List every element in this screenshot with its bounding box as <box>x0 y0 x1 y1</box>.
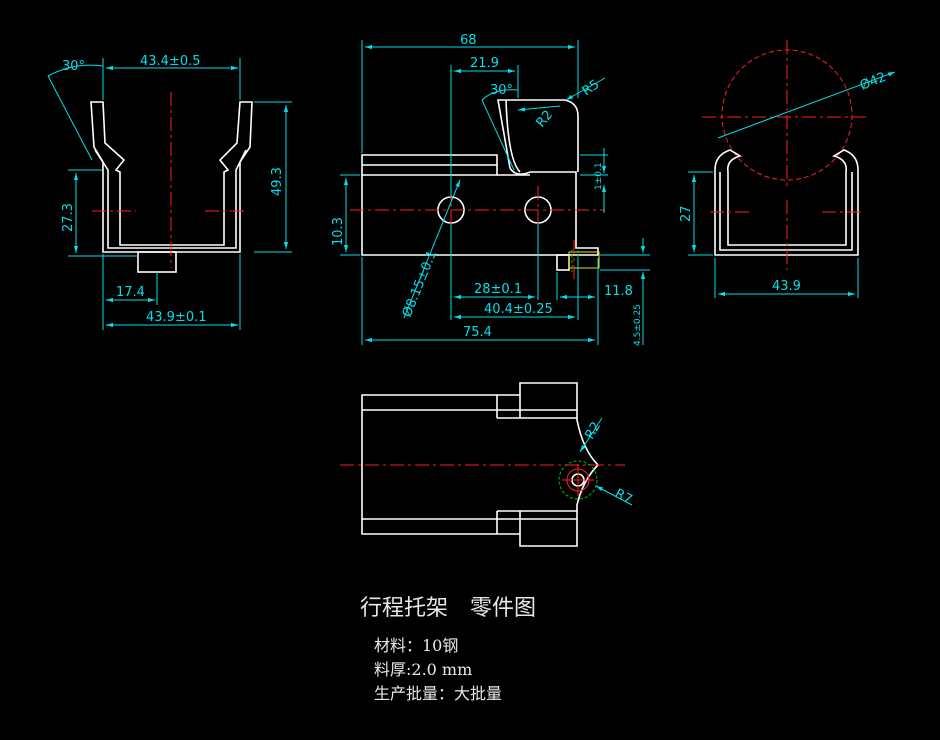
bottom-dim-r7: R7 <box>612 486 634 507</box>
right-view: Ø42 27 43.9 <box>679 40 896 298</box>
bottom-dim-r2: R2 <box>582 420 604 442</box>
front-dim-tol-vertical: 1±0.1 <box>594 162 604 190</box>
right-view-outline <box>714 149 859 256</box>
front-dim-hole: Ø8.15±0.1 <box>400 248 440 319</box>
left-dim-height: 49.3 <box>270 167 285 196</box>
right-dim-width: 43.9 <box>772 279 801 294</box>
left-dim-top-width: 43.4±0.5 <box>140 54 201 69</box>
front-dim-slot: 21.9 <box>470 56 499 71</box>
note-batch: 生产批量：大批量 <box>374 684 503 703</box>
front-dim-angle: 30° <box>490 83 513 98</box>
bottom-view: R2 R7 <box>340 382 634 547</box>
right-dim-circle: Ø42 <box>858 70 888 94</box>
front-dim-r2: R2 <box>534 108 557 131</box>
left-dim-bottom-width: 43.9±0.1 <box>146 310 207 325</box>
note-material: 材料：10钢 <box>374 636 459 655</box>
left-dim-inner-height: 27.3 <box>61 203 76 232</box>
front-dim-r5: R5 <box>580 77 603 99</box>
front-dim-height: 10.3 <box>331 217 346 246</box>
front-dim-total-top: 68 <box>460 33 477 48</box>
front-dim-total-bottom: 75.4 <box>463 325 492 340</box>
drawing-title: 行程托架 零件图 <box>360 596 537 621</box>
front-dim-tab-height: 4.5±0.25 <box>633 304 643 346</box>
front-view: 68 21.9 30° R5 R2 1±0.1 10.3 Ø8.15±0.1 2… <box>331 33 650 346</box>
left-view-tab <box>137 251 177 273</box>
left-view-inner <box>94 149 247 249</box>
front-view-tab <box>556 254 570 271</box>
front-dim-tab: 11.8 <box>604 284 633 299</box>
left-view: 43.4±0.5 30° 49.3 27.3 17.4 43.9±0.1 <box>47 54 292 330</box>
left-dim-angle: 30° <box>62 59 85 74</box>
note-thickness: 料厚:2.0 mm <box>374 660 473 679</box>
right-dim-height: 27 <box>679 205 694 222</box>
front-dim-hole-offset: 40.4±0.25 <box>484 302 553 317</box>
front-view-body <box>361 99 599 256</box>
front-dim-hole-spacing: 28±0.1 <box>474 282 522 297</box>
left-dim-offset: 17.4 <box>116 285 145 300</box>
